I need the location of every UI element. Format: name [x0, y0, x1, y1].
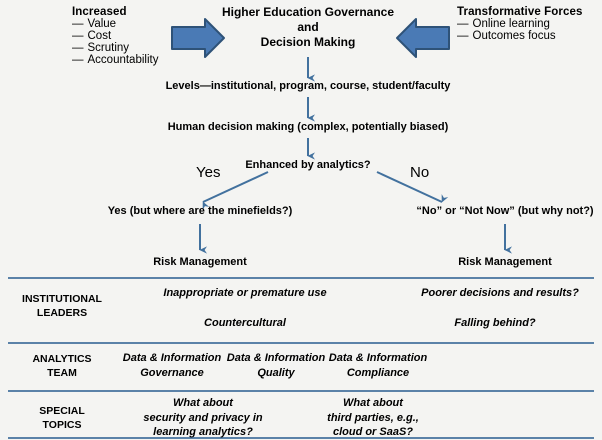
- row-label-analytics-team: ANALYTICS TEAM: [8, 352, 116, 380]
- cell-line-1: third parties, e.g.,: [327, 411, 419, 424]
- divider-bottom: [8, 437, 594, 439]
- dash-bullet-icon: —: [72, 18, 84, 30]
- row-label-line-0: SPECIAL: [39, 405, 85, 417]
- right-forces-heading: Transformative Forces: [457, 6, 583, 18]
- row-label-line-0: ANALYTICS: [32, 353, 92, 365]
- cell-line-2: learning analytics?: [153, 426, 253, 438]
- cell-institutional-falling-behind: Falling behind?: [454, 317, 536, 329]
- left-forces-item-1: —Cost: [72, 30, 112, 42]
- cell-analytics-quality: Data & Information Quality: [222, 351, 330, 380]
- right-forces-item-1: —Outcomes focus: [457, 30, 556, 42]
- cell-line-0: What about: [173, 397, 233, 409]
- divider-top: [8, 277, 594, 279]
- title-line-1: and: [297, 20, 319, 34]
- risk-management-left: Risk Management: [153, 256, 247, 268]
- divider-institutional-analytics: [8, 342, 594, 344]
- cell-line-2: cloud or SaaS?: [332, 426, 414, 438]
- dash-bullet-icon: —: [72, 54, 84, 66]
- flow-node-decision: Enhanced by analytics?: [245, 159, 371, 171]
- left-forces-item-0: —Value: [72, 18, 117, 30]
- cell-analytics-compliance: Data & Information Compliance: [324, 351, 432, 380]
- branch-label-yes: Yes: [196, 164, 221, 181]
- cell-line-0: Data & Information: [226, 352, 326, 364]
- branch-outcome-no: “No” or “Not Now” (but why not?): [416, 205, 594, 217]
- left-forces-item-3: —Accountability: [72, 54, 159, 66]
- title-line-2: Decision Making: [260, 35, 356, 49]
- dash-bullet-icon: —: [72, 42, 84, 54]
- row-label-line-1: TEAM: [47, 367, 77, 379]
- cell-line-1: Governance: [140, 366, 204, 379]
- cell-analytics-governance: Data & Information Governance: [118, 351, 226, 380]
- branch-label-no: No: [410, 164, 430, 181]
- row-label-line-1: LEADERS: [36, 307, 88, 319]
- row-label-institutional-leaders: INSTITUTIONAL LEADERS: [8, 292, 116, 320]
- left-forces-block: Increased —Value —Cost —Scrutiny —Accoun…: [72, 6, 158, 66]
- cell-line-0: What about: [343, 397, 403, 409]
- page-title: Higher Education Governance and Decision…: [208, 5, 408, 50]
- cell-special-security-privacy: What about security and privacy in learn…: [118, 396, 288, 440]
- left-forces-heading: Increased: [72, 6, 127, 18]
- branch-outcome-yes: Yes (but where are the minefields?): [107, 205, 293, 217]
- cell-institutional-inappropriate: Inappropriate or premature use: [163, 287, 327, 299]
- dash-bullet-icon: —: [457, 18, 469, 30]
- cell-line-1: Compliance: [346, 366, 410, 379]
- row-label-line-1: TOPICS: [42, 419, 82, 431]
- divider-analytics-special: [8, 390, 594, 392]
- row-label-special-topics: SPECIAL TOPICS: [8, 404, 116, 432]
- cell-line-0: Data & Information: [328, 352, 428, 364]
- title-line-0: Higher Education Governance: [221, 5, 395, 19]
- right-forces-item-0: —Online learning: [457, 18, 550, 30]
- cell-line-0: Data & Information: [122, 352, 222, 364]
- left-forces-item-2: —Scrutiny: [72, 42, 130, 54]
- risk-management-right: Risk Management: [458, 256, 552, 268]
- row-label-line-0: INSTITUTIONAL: [22, 293, 102, 305]
- dash-bullet-icon: —: [457, 30, 469, 42]
- flow-node-human-decision: Human decision making (complex, potentia…: [167, 121, 449, 133]
- cell-line-1: security and privacy in: [143, 411, 263, 424]
- cell-institutional-countercultural: Countercultural: [204, 317, 286, 329]
- cell-institutional-poorer-decisions: Poorer decisions and results?: [421, 287, 579, 299]
- dash-bullet-icon: —: [72, 30, 84, 42]
- right-forces-block: Transformative Forces —Online learning —…: [457, 6, 582, 42]
- cell-line-1: Quality: [257, 366, 295, 379]
- cell-special-third-parties: What about third parties, e.g., cloud or…: [288, 396, 458, 440]
- flow-node-levels: Levels—institutional, program, course, s…: [165, 80, 451, 92]
